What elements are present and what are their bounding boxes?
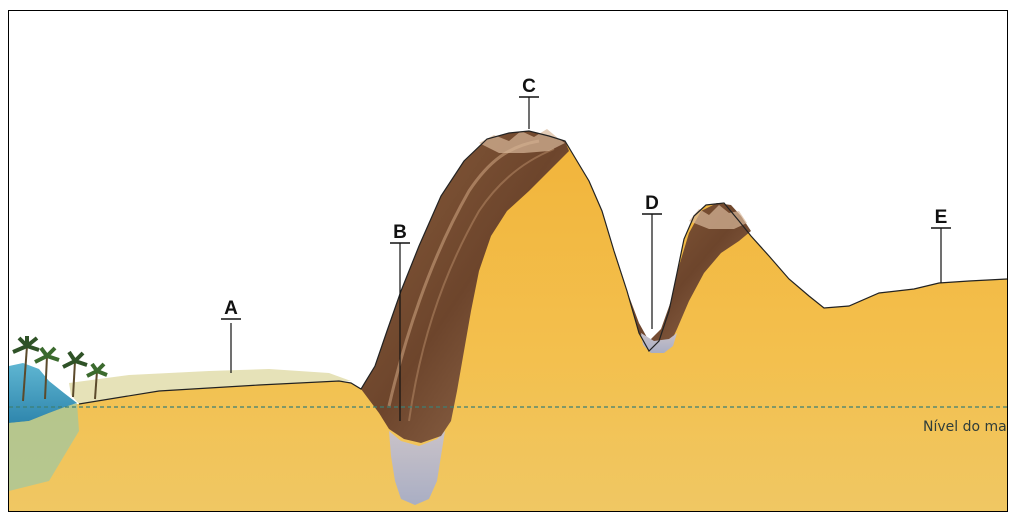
relief-diagram-frame: A B C D E Nível do mar bbox=[8, 10, 1008, 512]
label-a: A bbox=[224, 298, 238, 319]
label-d: D bbox=[645, 193, 659, 214]
sea-level-label: Nível do mar bbox=[923, 419, 1007, 435]
label-b: B bbox=[393, 222, 407, 243]
relief-cross-section: A B C D E Nível do mar bbox=[9, 11, 1007, 511]
label-e: E bbox=[935, 207, 948, 228]
label-c: C bbox=[522, 76, 536, 97]
peak-texture bbox=[479, 129, 565, 153]
